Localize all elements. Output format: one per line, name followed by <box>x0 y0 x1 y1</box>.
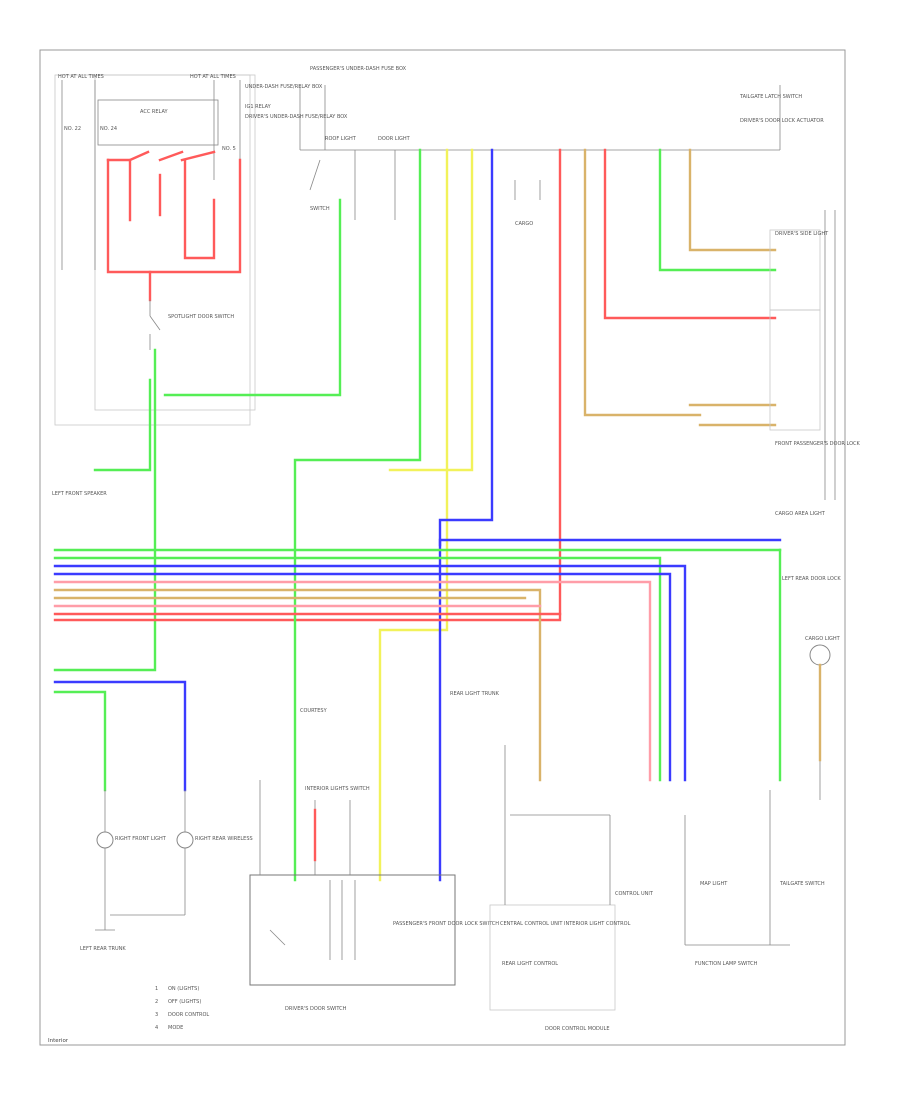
legend-item-2: OFF (LIGHTS) <box>168 999 201 1005</box>
label-rear-light-control: REAR LIGHT CONTROL <box>502 961 558 967</box>
legend-item-4: MODE <box>168 1025 183 1031</box>
green-wire-upper <box>163 198 342 397</box>
label-right-front-light: RIGHT FRONT LIGHT <box>115 836 167 842</box>
brake-switch: SPOTLIGHT DOOR SWITCH <box>149 300 234 350</box>
label-driver-side-light: DRIVER'S SIDE LIGHT <box>775 231 829 237</box>
red-wire-right <box>603 148 777 320</box>
green-wire-ground <box>93 378 152 472</box>
label-driver-lock: DRIVER'S DOOR LOCK ACTUATOR <box>740 118 824 124</box>
legend-code-3: 3 <box>155 1012 158 1018</box>
label-interior-lights: INTERIOR LIGHTS SWITCH <box>305 786 370 792</box>
label-cargo: CARGO <box>515 221 533 227</box>
legend-code-4: 4 <box>155 1025 158 1031</box>
label-map-light: MAP LIGHT <box>700 881 728 887</box>
legend: ON (LIGHTS) OFF (LIGHTS) DOOR CONTROL MO… <box>155 986 209 1031</box>
label-acc-relay: ACC RELAY <box>140 109 168 115</box>
yellow-wire-1 <box>378 148 449 882</box>
label-right-rear-wireless: RIGHT REAR WIRELESS <box>195 836 253 842</box>
label-hot-at-all-times-1: HOT AT ALL TIMES <box>58 74 104 80</box>
label-switch-a: SWITCH <box>310 206 330 212</box>
label-left-rear-door-lock: LEFT REAR DOOR LOCK <box>782 576 841 582</box>
label-left-rear-trunk: LEFT REAR TRUNK <box>80 946 126 952</box>
label-function-lamp-switch: FUNCTION LAMP SWITCH <box>695 961 758 967</box>
label-ig1-relay: IG1 RELAY <box>245 104 272 110</box>
fuse-relay-box: HOT AT ALL TIMES HOT AT ALL TIMES ACC RE… <box>54 74 348 426</box>
label-tailgate-switch: TAILGATE SWITCH <box>779 881 825 887</box>
label-hot-at-all-times-2: HOT AT ALL TIMES <box>190 74 236 80</box>
label-courtesy: COURTESY <box>300 708 328 714</box>
green-wire-right <box>658 148 777 272</box>
label-no5: NO. 5 <box>222 146 236 152</box>
label-tailgate-latch: TAILGATE LATCH SWITCH <box>739 94 802 100</box>
label-front-passenger-lock: FRONT PASSENGER'S DOOR LOCK <box>775 441 860 447</box>
footer-label: Interior <box>48 1038 69 1044</box>
harness-bus: LEFT REAR DOOR LOCK <box>53 538 841 782</box>
door-control-module: CENTRAL CONTROL UNIT INTERIOR LIGHT CONT… <box>450 636 841 1032</box>
label-control-unit: CONTROL UNIT <box>615 891 654 897</box>
legend-code-1: 1 <box>155 986 158 992</box>
yellow-wire-2 <box>388 148 474 472</box>
label-driver-door-switch: DRIVER'S DOOR SWITCH <box>285 1006 347 1012</box>
green-wire-left <box>53 348 157 672</box>
label-left-front-speaker: LEFT FRONT SPEAKER <box>52 491 107 497</box>
label-roof-light: ROOF LIGHT <box>325 136 357 142</box>
label-spotlight-door-switch: SPOTLIGHT DOOR SWITCH <box>168 314 234 320</box>
red-relay-wires <box>106 150 242 302</box>
legend-item-1: ON (LIGHTS) <box>168 986 199 992</box>
legend-item-3: DOOR CONTROL <box>168 1012 209 1018</box>
label-no24: NO. 24 <box>100 126 117 132</box>
tailgate-switch-box: FRONT PASSENGER'S DOOR LOCK CARGO AREA L… <box>769 210 860 517</box>
label-no22: NO. 22 <box>64 126 81 132</box>
red-wire-down <box>53 148 562 622</box>
label-door-control-module: DOOR CONTROL MODULE <box>545 1026 610 1032</box>
top-switch-strip: PASSENGER'S UNDER-DASH FUSE BOX ROOF LIG… <box>299 66 824 227</box>
label-cargo-light: CARGO LIGHT <box>805 636 841 642</box>
interior-lights-switch: INTERIOR LIGHTS SWITCH COURTESY DRIVER'S… <box>249 708 499 1012</box>
label-cargo-area-light: CARGO AREA LIGHT <box>775 511 826 517</box>
label-passenger-box: PASSENGER'S UNDER-DASH FUSE BOX <box>310 66 407 72</box>
tan-wire-right <box>583 148 702 417</box>
green-wire-center <box>293 148 422 882</box>
label-passenger-door-lock-switch: PASSENGER'S FRONT DOOR LOCK SWITCH <box>393 921 499 927</box>
label-central-control-unit: CENTRAL CONTROL UNIT INTERIOR LIGHT CONT… <box>500 921 631 927</box>
diagram-frame <box>39 49 846 1046</box>
blue-wire-down <box>438 148 494 882</box>
legend-code-2: 2 <box>155 999 158 1005</box>
label-driver-box: DRIVER'S UNDER-DASH FUSE/RELAY BOX <box>245 114 348 120</box>
label-rear-light-trunk: REAR LIGHT TRUNK <box>450 691 500 697</box>
tan-wire-switch <box>688 403 777 427</box>
lower-left-components: RIGHT FRONT LIGHT RIGHT REAR WIRELESS LE… <box>53 680 253 952</box>
tan-wire-top <box>688 148 777 252</box>
label-door-light: DOOR LIGHT <box>378 136 411 142</box>
label-under-dash-box: UNDER-DASH FUSE/RELAY BOX <box>245 84 323 90</box>
